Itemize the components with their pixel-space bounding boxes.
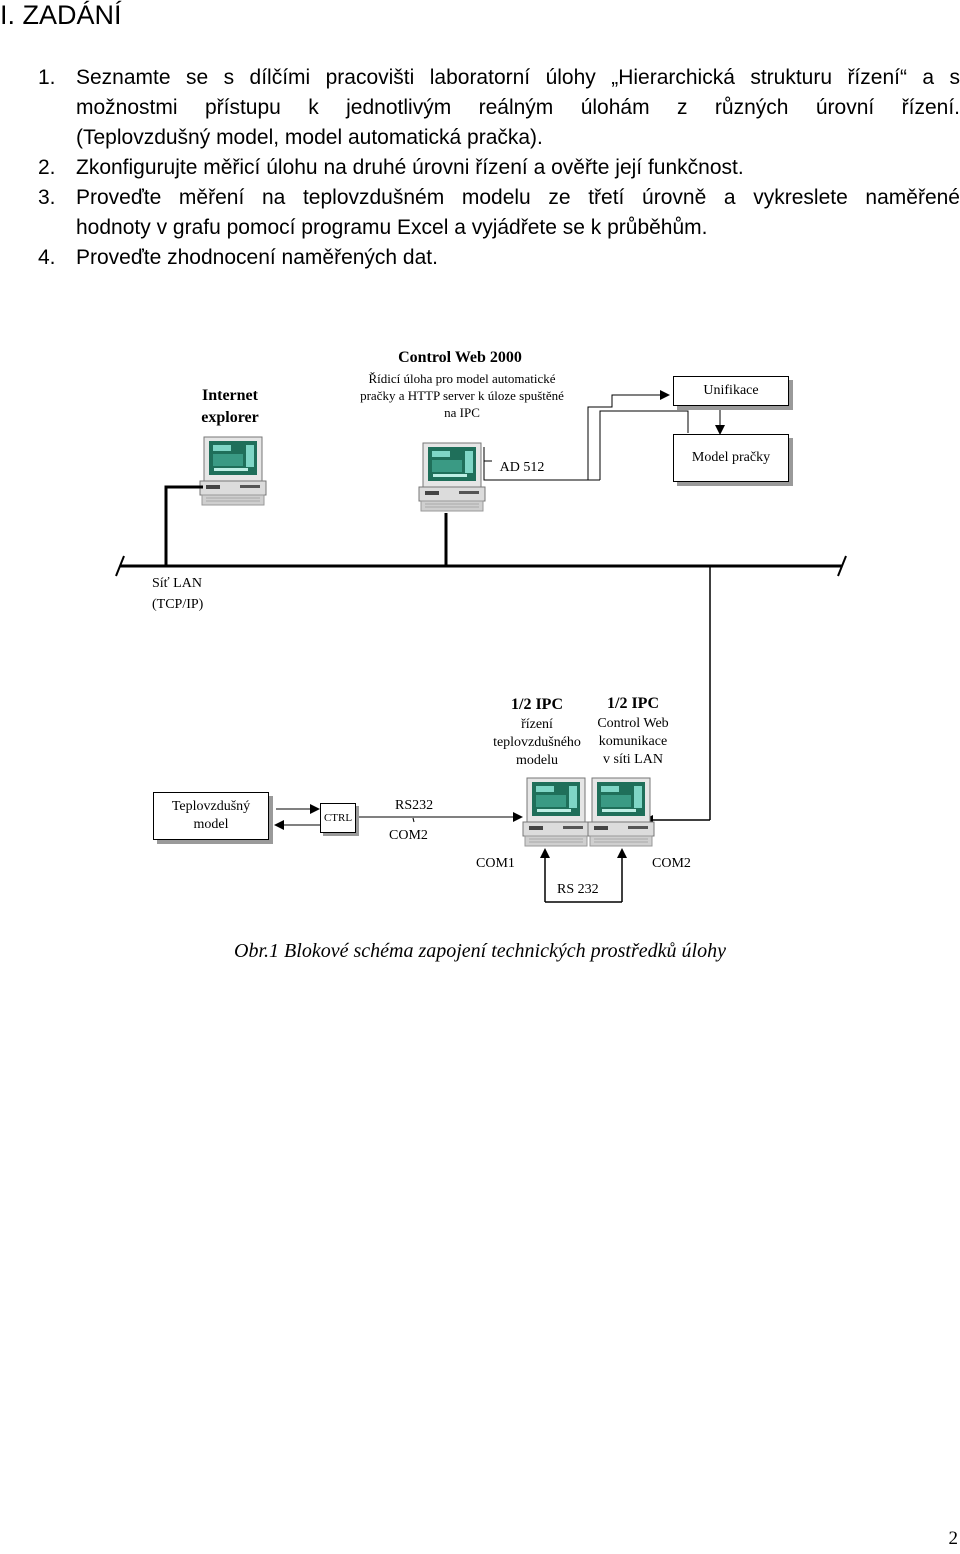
controlweb-description: Řídicí úloha pro model automatické pračk… xyxy=(322,370,602,421)
com1-label: COM1 xyxy=(476,856,515,871)
unifikace-box: Unifikace xyxy=(673,376,789,406)
task-item-1: 1. Seznamte se s dílčími pracovišti labo… xyxy=(38,63,960,153)
task-text-line: hodnoty v grafu pomocí programu Excel a … xyxy=(76,216,708,239)
ipc2-title: 1/2 IPC xyxy=(607,695,659,712)
teplo-line: model xyxy=(193,817,229,832)
task-item-3: 3. Proveďte měření na teplovzdušném mode… xyxy=(38,183,960,243)
lan-bus-end-right xyxy=(837,555,847,577)
ie-label-line: explorer xyxy=(201,409,259,426)
ad512-label: AD 512 xyxy=(499,460,545,475)
ipc1-line: řízení xyxy=(521,717,553,732)
ipc2-label: 1/2 IPC Control Web komunikace v síti LA… xyxy=(578,693,688,769)
lan-label-line: Síť LAN xyxy=(152,576,202,591)
task-text-line: Proveďte zhodnocení naměřených dat. xyxy=(76,246,438,269)
section-heading: I. ZADÁNÍ xyxy=(0,0,122,30)
lan-label-line: (TCP/IP) xyxy=(152,597,204,612)
controlweb-desc-line: pračky a HTTP server k úloze spuštěné xyxy=(360,388,564,403)
controlweb-title: Control Web 2000 xyxy=(398,349,522,366)
controlweb-desc-line: Řídicí úloha pro model automatické xyxy=(368,371,556,386)
ie-label: Internet explorer xyxy=(180,385,280,429)
rs232-tick xyxy=(412,817,415,823)
ipc2-line: komunikace xyxy=(598,734,668,749)
ipc1-title: 1/2 IPC xyxy=(511,696,563,713)
ad-from-model-line xyxy=(599,410,689,480)
task-text-line: (Teplovzdušný model, model automatická p… xyxy=(76,126,543,149)
computer-icon xyxy=(522,777,590,847)
lan-bus-end-left xyxy=(115,555,125,577)
rs232-label-bottom: RS 232 xyxy=(557,882,599,897)
task-text-line: Proveďte měření na teplovzdušném modelu … xyxy=(76,186,960,209)
ipc1-label: 1/2 IPC řízení teplovzdušného modelu xyxy=(482,694,592,770)
computer-icon xyxy=(418,442,486,512)
com2-label-left: COM2 xyxy=(389,828,428,843)
ipc2-line: Control Web xyxy=(597,716,669,731)
task-item-2: 2. Zkonfigurujte měřicí úlohu na druhé ú… xyxy=(38,153,960,183)
com2-label-right: COM2 xyxy=(652,856,691,871)
controlweb-desc-line: na IPC xyxy=(444,405,480,420)
ad-to-unifikace-line xyxy=(587,390,670,480)
task-text-line: Seznamte se s dílčími pracovišti laborat… xyxy=(76,66,960,89)
teplovzdusny-model-box: Teplovzdušný model xyxy=(153,792,269,840)
ie-lan-link xyxy=(164,485,203,566)
model-pracky-box: Model pračky xyxy=(673,434,789,482)
task-number: 2. xyxy=(38,156,56,179)
lan-label: Síť LAN (TCP/IP) xyxy=(152,575,203,614)
ad512-frame xyxy=(483,447,600,481)
task-item-4: 4. Proveďte zhodnocení naměřených dat. xyxy=(38,243,960,273)
computer-icon xyxy=(587,777,655,847)
ipc1-line: teplovzdušného xyxy=(493,735,581,750)
task-text-line: možnostmi přístupu k jednotlivým reálným… xyxy=(76,96,960,119)
task-number: 4. xyxy=(38,246,56,269)
rs232-label: RS232 xyxy=(395,798,434,813)
task-number: 3. xyxy=(38,186,56,209)
ctrl-box: CTRL xyxy=(320,803,356,833)
ie-label-line: Internet xyxy=(202,387,258,404)
task-text-line: Zkonfigurujte měřicí úlohu na druhé úrov… xyxy=(76,156,744,179)
computer-icon xyxy=(199,436,267,506)
page-number: 2 xyxy=(948,1528,959,1549)
task-number: 1. xyxy=(38,66,56,89)
ipc1-line: modelu xyxy=(516,753,558,768)
figure-caption: Obr.1 Blokové schéma zapojení technickýc… xyxy=(234,940,726,962)
ipc2-line: v síti LAN xyxy=(603,752,663,767)
teplo-line: Teplovzdušný xyxy=(171,799,251,814)
